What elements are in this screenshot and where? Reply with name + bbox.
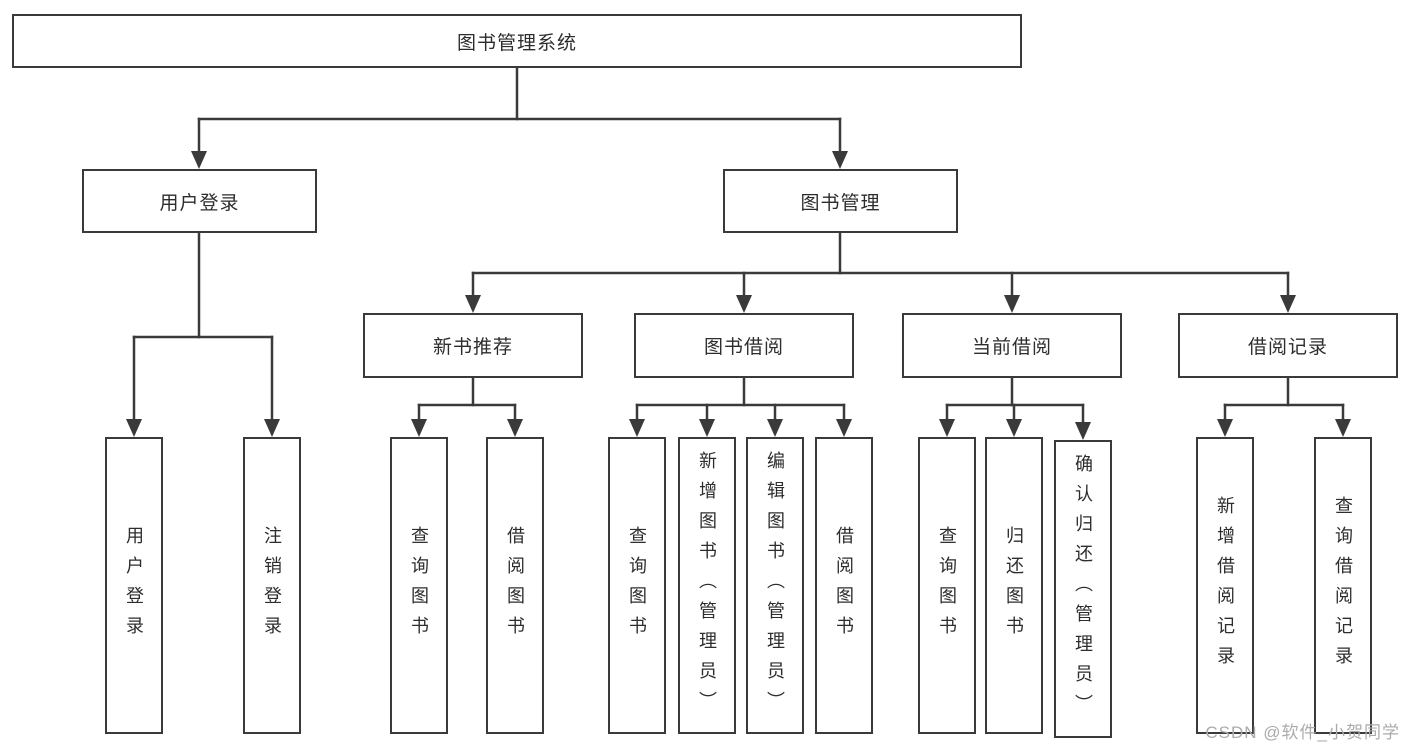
node-current-borrow: 当前借阅 — [902, 313, 1122, 378]
leaf-borrow-add-books-admin: 新增图书（管理员） — [678, 437, 736, 734]
node-book-management: 图书管理 — [723, 169, 958, 233]
node-borrow-records: 借阅记录 — [1178, 313, 1398, 378]
leaf-borrow-borrow-books: 借阅图书 — [815, 437, 873, 734]
csdn-watermark: CSDN @软件_小贺同学 — [1205, 723, 1400, 742]
leaf-records-add-record: 新增借阅记录 — [1196, 437, 1254, 734]
leaf-newbook-query-books: 查询图书 — [390, 437, 448, 734]
leaf-current-confirm-return-admin: 确认归还（管理员） — [1054, 440, 1112, 738]
node-book-borrow: 图书借阅 — [634, 313, 854, 378]
leaf-records-query-record: 查询借阅记录 — [1314, 437, 1372, 734]
leaf-borrow-query-books: 查询图书 — [608, 437, 666, 734]
node-user-login: 用户登录 — [82, 169, 317, 233]
leaf-current-return-books: 归还图书 — [985, 437, 1043, 734]
node-root-system: 图书管理系统 — [12, 14, 1022, 68]
leaf-borrow-edit-books-admin: 编辑图书（管理员） — [746, 437, 804, 734]
leaf-logout: 注销登录 — [243, 437, 301, 734]
leaf-newbook-borrow-books: 借阅图书 — [486, 437, 544, 734]
leaf-user-login: 用户登录 — [105, 437, 163, 734]
node-new-book-recommend: 新书推荐 — [363, 313, 583, 378]
leaf-current-query-books: 查询图书 — [918, 437, 976, 734]
